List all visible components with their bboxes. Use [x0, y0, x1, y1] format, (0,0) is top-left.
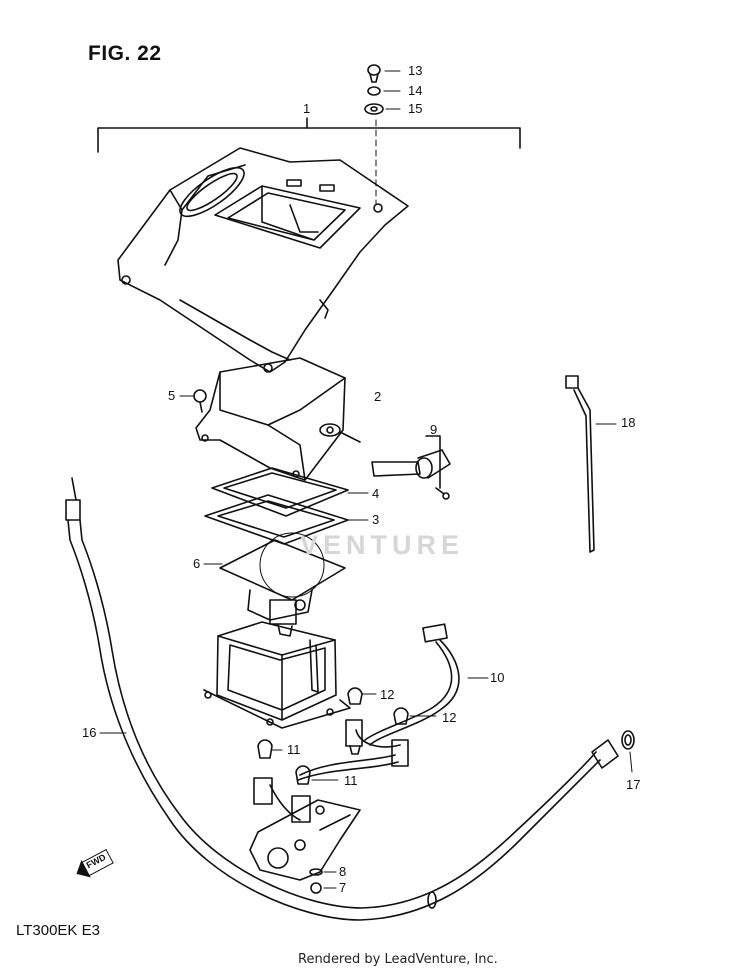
screw-5: [179, 389, 207, 413]
callout-3[interactable]: 3: [372, 512, 380, 527]
reset-knob-9: [371, 435, 451, 500]
model-code: LT300EK E3: [16, 922, 100, 939]
callout-15[interactable]: 15: [408, 101, 423, 116]
callout-12-a[interactable]: 12: [380, 687, 395, 702]
washer-15: [364, 103, 401, 115]
callout-13[interactable]: 13: [408, 63, 423, 78]
callout-4[interactable]: 4: [372, 486, 380, 501]
callout-6[interactable]: 6: [193, 556, 201, 571]
screw-7: [310, 882, 337, 894]
callout-8[interactable]: 8: [339, 864, 347, 879]
washer-8: [309, 868, 337, 876]
meter-cover: [117, 147, 409, 373]
callout-9[interactable]: 9: [430, 422, 438, 437]
cable-tie-18: [565, 375, 617, 553]
bulb-11-b: [291, 765, 339, 823]
bulb-11-a: [253, 739, 283, 805]
speedometer-6: [203, 532, 346, 637]
socket-upper: [345, 719, 363, 755]
speedometer-cable-16: [65, 477, 601, 921]
washer-14: [367, 86, 401, 96]
footer-credit: Rendered by LeadVenture, Inc.: [298, 952, 498, 967]
callout-5[interactable]: 5: [168, 388, 176, 403]
callout-17[interactable]: 17: [626, 777, 641, 792]
bulb-12-a: [347, 687, 377, 705]
callout-11-a[interactable]: 11: [287, 742, 301, 757]
callout-11-b[interactable]: 11: [344, 773, 358, 788]
bulb-12-b: [391, 707, 437, 767]
figure-title: FIG. 22: [88, 42, 162, 65]
callout-12-b[interactable]: 12: [442, 710, 457, 725]
wire-harness-10: [269, 623, 489, 821]
callout-16[interactable]: 16: [82, 725, 97, 740]
gasket-3: [204, 494, 369, 545]
cable-end-17: [591, 730, 635, 773]
bottom-plate: [249, 799, 361, 881]
assembly-bracket: [97, 117, 521, 153]
callout-7[interactable]: 7: [339, 880, 347, 895]
callout-2[interactable]: 2: [374, 389, 382, 404]
callout-1[interactable]: 1: [303, 101, 311, 116]
callout-10[interactable]: 10: [490, 670, 505, 685]
callout-18[interactable]: 18: [621, 415, 636, 430]
callout-14[interactable]: 14: [408, 83, 423, 98]
meter-case: [195, 357, 361, 481]
watermark-text: VENTURE: [300, 530, 465, 560]
screw-13: [367, 64, 401, 83]
lower-housing: [203, 621, 351, 729]
